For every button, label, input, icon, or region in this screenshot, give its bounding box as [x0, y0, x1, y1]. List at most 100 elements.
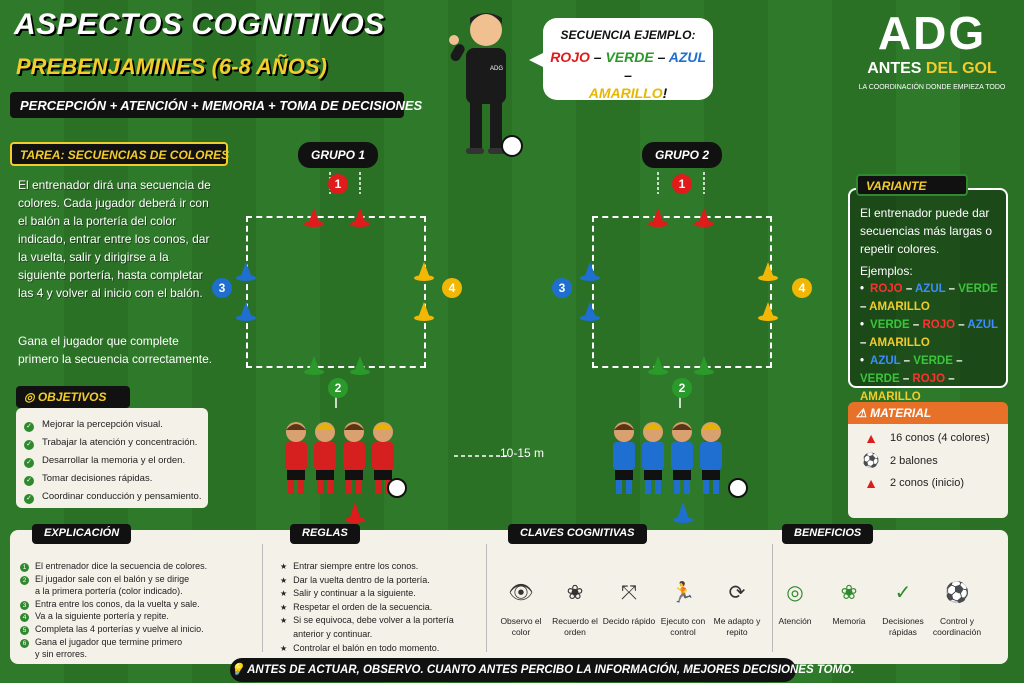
objective-item: ✓Trabajar la atención y concentración.: [24, 434, 200, 452]
sequence-word: AMARILLO: [588, 85, 663, 101]
sequence-word: VERDE: [605, 49, 654, 65]
variant-example: AZUL – VERDE – VERDE – ROJO – AMARILLO: [860, 352, 998, 406]
logo-tagline: LA COORDINACIÓN DONDE EMPIEZA TODO: [858, 84, 1006, 91]
key-label: Decido rápido: [602, 616, 656, 626]
cone-icon: [580, 302, 600, 321]
player-icon: [314, 422, 336, 494]
objective-item: ✓Mejorar la percepción visual.: [24, 416, 200, 434]
key-item: ⚽Control y coordinación: [930, 578, 984, 638]
key-item: ⤧ Decido rápido: [602, 578, 656, 638]
rule-item: ★Entrar siempre entre los conos.: [280, 561, 419, 571]
rule-item: ★Salir y continuar a la siguiente.: [280, 588, 416, 599]
eye-icon: 👁: [508, 582, 534, 604]
objective-item: ✓Tomar decisiones rápidas.: [24, 470, 200, 488]
key-item: ◎Atención: [768, 578, 822, 638]
cone-icon: [236, 302, 256, 321]
sequence-word: –: [624, 67, 632, 83]
refresh-icon: ⟳: [728, 582, 746, 604]
benefits-list: ◎Atención❀Memoria ✓ Decisiones rápidas ⚽Con…: [768, 578, 984, 638]
check-icon: ✓: [894, 582, 912, 604]
player-icon: [343, 422, 365, 494]
player-icon: [613, 422, 635, 494]
coach-illustration: ADG: [449, 13, 523, 157]
brand-logo: ADG ANTES DEL GOL LA COORDINACIÓN DONDE …: [856, 6, 1008, 91]
skills-banner: PERCEPCIÓN + ATENCIÓN + MEMORIA + TOMA D…: [10, 92, 422, 118]
cone-icon: [694, 356, 714, 375]
cone-icon: [648, 356, 668, 375]
cone-icon: [236, 262, 256, 281]
divider: [262, 544, 263, 652]
material-title: ⚠ MATERIAL: [848, 402, 1008, 424]
ball-icon: ⚽: [862, 452, 880, 468]
rule-item: ★Controlar el balón en todo momento.: [280, 642, 440, 653]
player-icon: [642, 422, 664, 494]
keys-title: CLAVES COGNITIVAS: [508, 524, 647, 544]
cone-icon: [414, 262, 434, 281]
key-item: 🏃Ejecuto con control: [656, 578, 710, 638]
star-icon: ★: [280, 575, 288, 585]
goal-number-3-g2: 3: [552, 278, 572, 298]
footer-banner: 💡 ANTES DE ACTUAR, OBSERVO. CUANTO ANTES…: [230, 658, 854, 682]
step-number: 1: [20, 563, 29, 572]
key-item: ❀Memoria: [822, 578, 876, 638]
objective-item: ✓Desarrollar la memoria y el orden.: [24, 452, 200, 470]
step-number: 4: [20, 613, 29, 623]
cone-icon: ⚠: [856, 406, 871, 420]
check-icon: ✓: [24, 476, 34, 486]
star-icon: ★: [280, 602, 288, 612]
key-item: ❀Recuerdo el orden: [548, 578, 602, 638]
material-list: ▲16 conos (4 colores)⚽2 balones▲2 conos …: [848, 424, 1008, 518]
key-label: Decisiones rápidas: [882, 616, 924, 637]
cognitive-keys: 👁 Observo el color ❀Recuerdo el orden ⤧ Deci…: [494, 578, 764, 638]
check-icon: ✓: [24, 494, 34, 504]
rule-item: ★Si se equivoca, debe volver a la porter…: [280, 615, 454, 626]
start-cone-g1: [345, 502, 365, 523]
material-item: ⚽2 balones: [858, 452, 998, 469]
ball-icon: [728, 478, 748, 498]
players-group-2: [613, 422, 748, 498]
sequence-word: AZUL: [668, 49, 706, 65]
task-description: El entrenador dirá una secuencia de colo…: [18, 178, 211, 300]
speech-title: SECUENCIA EJEMPLO:: [560, 28, 696, 42]
objectives-title: ◎ OBJETIVOS: [16, 386, 130, 408]
variant-examples-label: Ejemplos:: [860, 264, 913, 278]
goal-number-2-g1: 2: [328, 378, 348, 398]
key-label: Observo el color: [500, 616, 542, 637]
rule-item: ★Dar la vuelta dentro de la portería.: [280, 574, 430, 585]
objective-item: ✓Coordinar conducción y pensamiento.: [24, 488, 201, 506]
divider: [486, 544, 487, 652]
runner-icon: 🏃: [670, 582, 696, 604]
arrows-icon: ⤧: [621, 582, 637, 604]
goal-number-1-g1: 1: [328, 174, 348, 194]
star-icon: ★: [280, 643, 288, 653]
step-number: 2: [20, 575, 29, 585]
rule-item: ★anterior y continuar.: [293, 628, 373, 639]
explanation-title: EXPLICACIÓN: [32, 524, 132, 544]
field-markers: [236, 172, 778, 457]
objectives-list: ✓Mejorar la percepción visual.✓Trabajar …: [16, 408, 208, 508]
variant-example: ROJO – AZUL – VERDE – AMARILLO: [860, 280, 998, 316]
variant-box: El entrenador puede dar secuencias más l…: [848, 188, 1008, 403]
group-2-label: GRUPO 2: [642, 142, 722, 168]
field-square-2: [592, 216, 772, 368]
key-item: ✓ Decisiones rápidas: [876, 578, 930, 638]
cone-icon: [758, 262, 778, 281]
step-number: 5: [20, 625, 29, 635]
brain-icon: ❀: [566, 582, 584, 604]
rule-item: ★Respetar el orden de la secuencia.: [280, 601, 433, 612]
cone-icon: [304, 356, 324, 375]
player-icon: [285, 422, 307, 494]
key-item: ⟳Me adapto y repito: [710, 578, 764, 638]
logo-name: ANTES DEL GOL: [867, 60, 997, 77]
field-square-1: [246, 216, 426, 368]
group-1-label: GRUPO 1: [298, 142, 378, 168]
speech-sequence: ROJO – VERDE – AZUL –AMARILLO!: [549, 48, 707, 102]
cone-icon: [414, 302, 434, 321]
task-title: TAREA: SECUENCIAS DE COLORES: [10, 142, 229, 166]
material-item: ▲16 conos (4 colores): [858, 430, 998, 446]
cone-icon: [304, 208, 324, 227]
